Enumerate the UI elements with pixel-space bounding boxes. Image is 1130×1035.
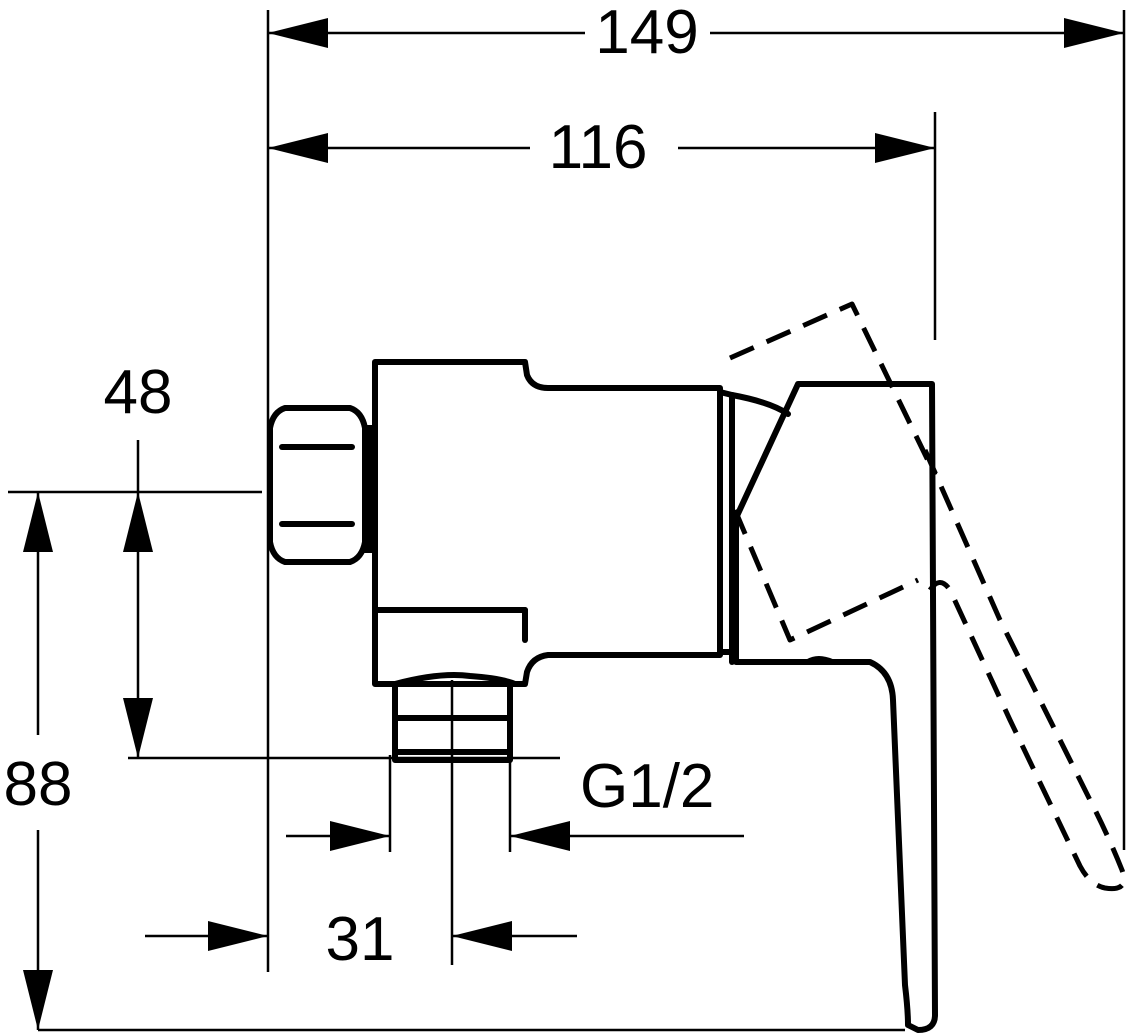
dimension-body-width: 116: [268, 113, 935, 182]
dimension-label-116: 116: [549, 113, 648, 182]
dimension-label-88: 88: [4, 750, 73, 819]
dimension-label-48: 48: [104, 358, 173, 427]
dimension-thread: G1/2: [286, 752, 744, 851]
dimension-overall-width: 149: [268, 0, 1124, 67]
dimension-outlet-offset: 48: [104, 358, 173, 758]
dimension-inlet-offset: 31: [145, 680, 577, 974]
lever-alternate-position: [728, 301, 1127, 892]
dimension-overall-height: 88: [4, 492, 73, 1030]
dimension-label-31: 31: [326, 905, 395, 974]
thread-label: G1/2: [580, 752, 714, 821]
dimension-label-149: 149: [595, 0, 698, 67]
mixer-body: [267, 359, 938, 1033]
